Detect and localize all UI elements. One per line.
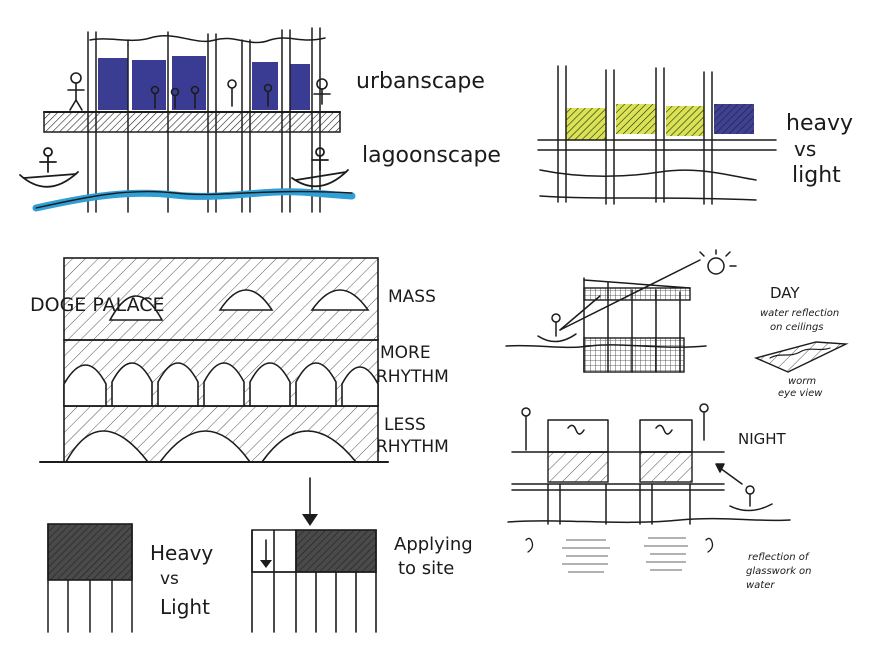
- to-site-label: to site: [398, 558, 454, 579]
- night-sketch: NIGHT reflection of glasswork on water: [508, 404, 812, 591]
- more-label: MORE: [380, 343, 431, 363]
- night-label: NIGHT: [738, 430, 787, 448]
- glasswork-label-3: water: [746, 580, 775, 591]
- water-reflection-label-2: on ceilings: [770, 322, 824, 333]
- heavy-label-top: heavy: [786, 111, 853, 136]
- heavy-vs-light-top-sketch: heavy vs light: [538, 66, 853, 204]
- worm-label: worm: [788, 376, 816, 387]
- glasswork-label-1: reflection of: [748, 552, 810, 563]
- urbanscape-label: urbanscape: [356, 69, 485, 94]
- heavy-vs-light-bottom-sketch: Heavy vs Light: [48, 524, 213, 632]
- applying-label: Applying: [394, 534, 473, 555]
- light-label-bottom: Light: [160, 595, 210, 619]
- less-rhythm-label: RHYTHM: [376, 437, 449, 457]
- lagoonscape-label: lagoonscape: [362, 143, 501, 168]
- less-label: LESS: [384, 415, 426, 435]
- vs-label-top: vs: [794, 137, 816, 161]
- water-reflection-label-1: water reflection: [760, 308, 839, 319]
- heavy-label-bottom: Heavy: [150, 541, 213, 565]
- vs-label-bottom: vs: [160, 569, 179, 589]
- mass-label: MASS: [388, 287, 436, 307]
- day-sketch: DAY water reflection on ceilings worm ey…: [506, 250, 846, 399]
- more-rhythm-label: RHYTHM: [376, 367, 449, 387]
- eye-view-label: eye view: [778, 388, 823, 399]
- light-label-top: light: [792, 163, 841, 188]
- day-label: DAY: [770, 284, 800, 302]
- glasswork-label-2: glasswork on: [746, 566, 812, 577]
- doge-palace-label: DOGE PALACE: [30, 294, 165, 316]
- urbanscape-sketch: urbanscape lagoonscape: [20, 28, 501, 212]
- applying-sketch: Applying to site: [252, 478, 473, 632]
- doge-palace-sketch: DOGE PALACE MASS MORE RHYTHM LESS RHYTHM: [30, 258, 449, 462]
